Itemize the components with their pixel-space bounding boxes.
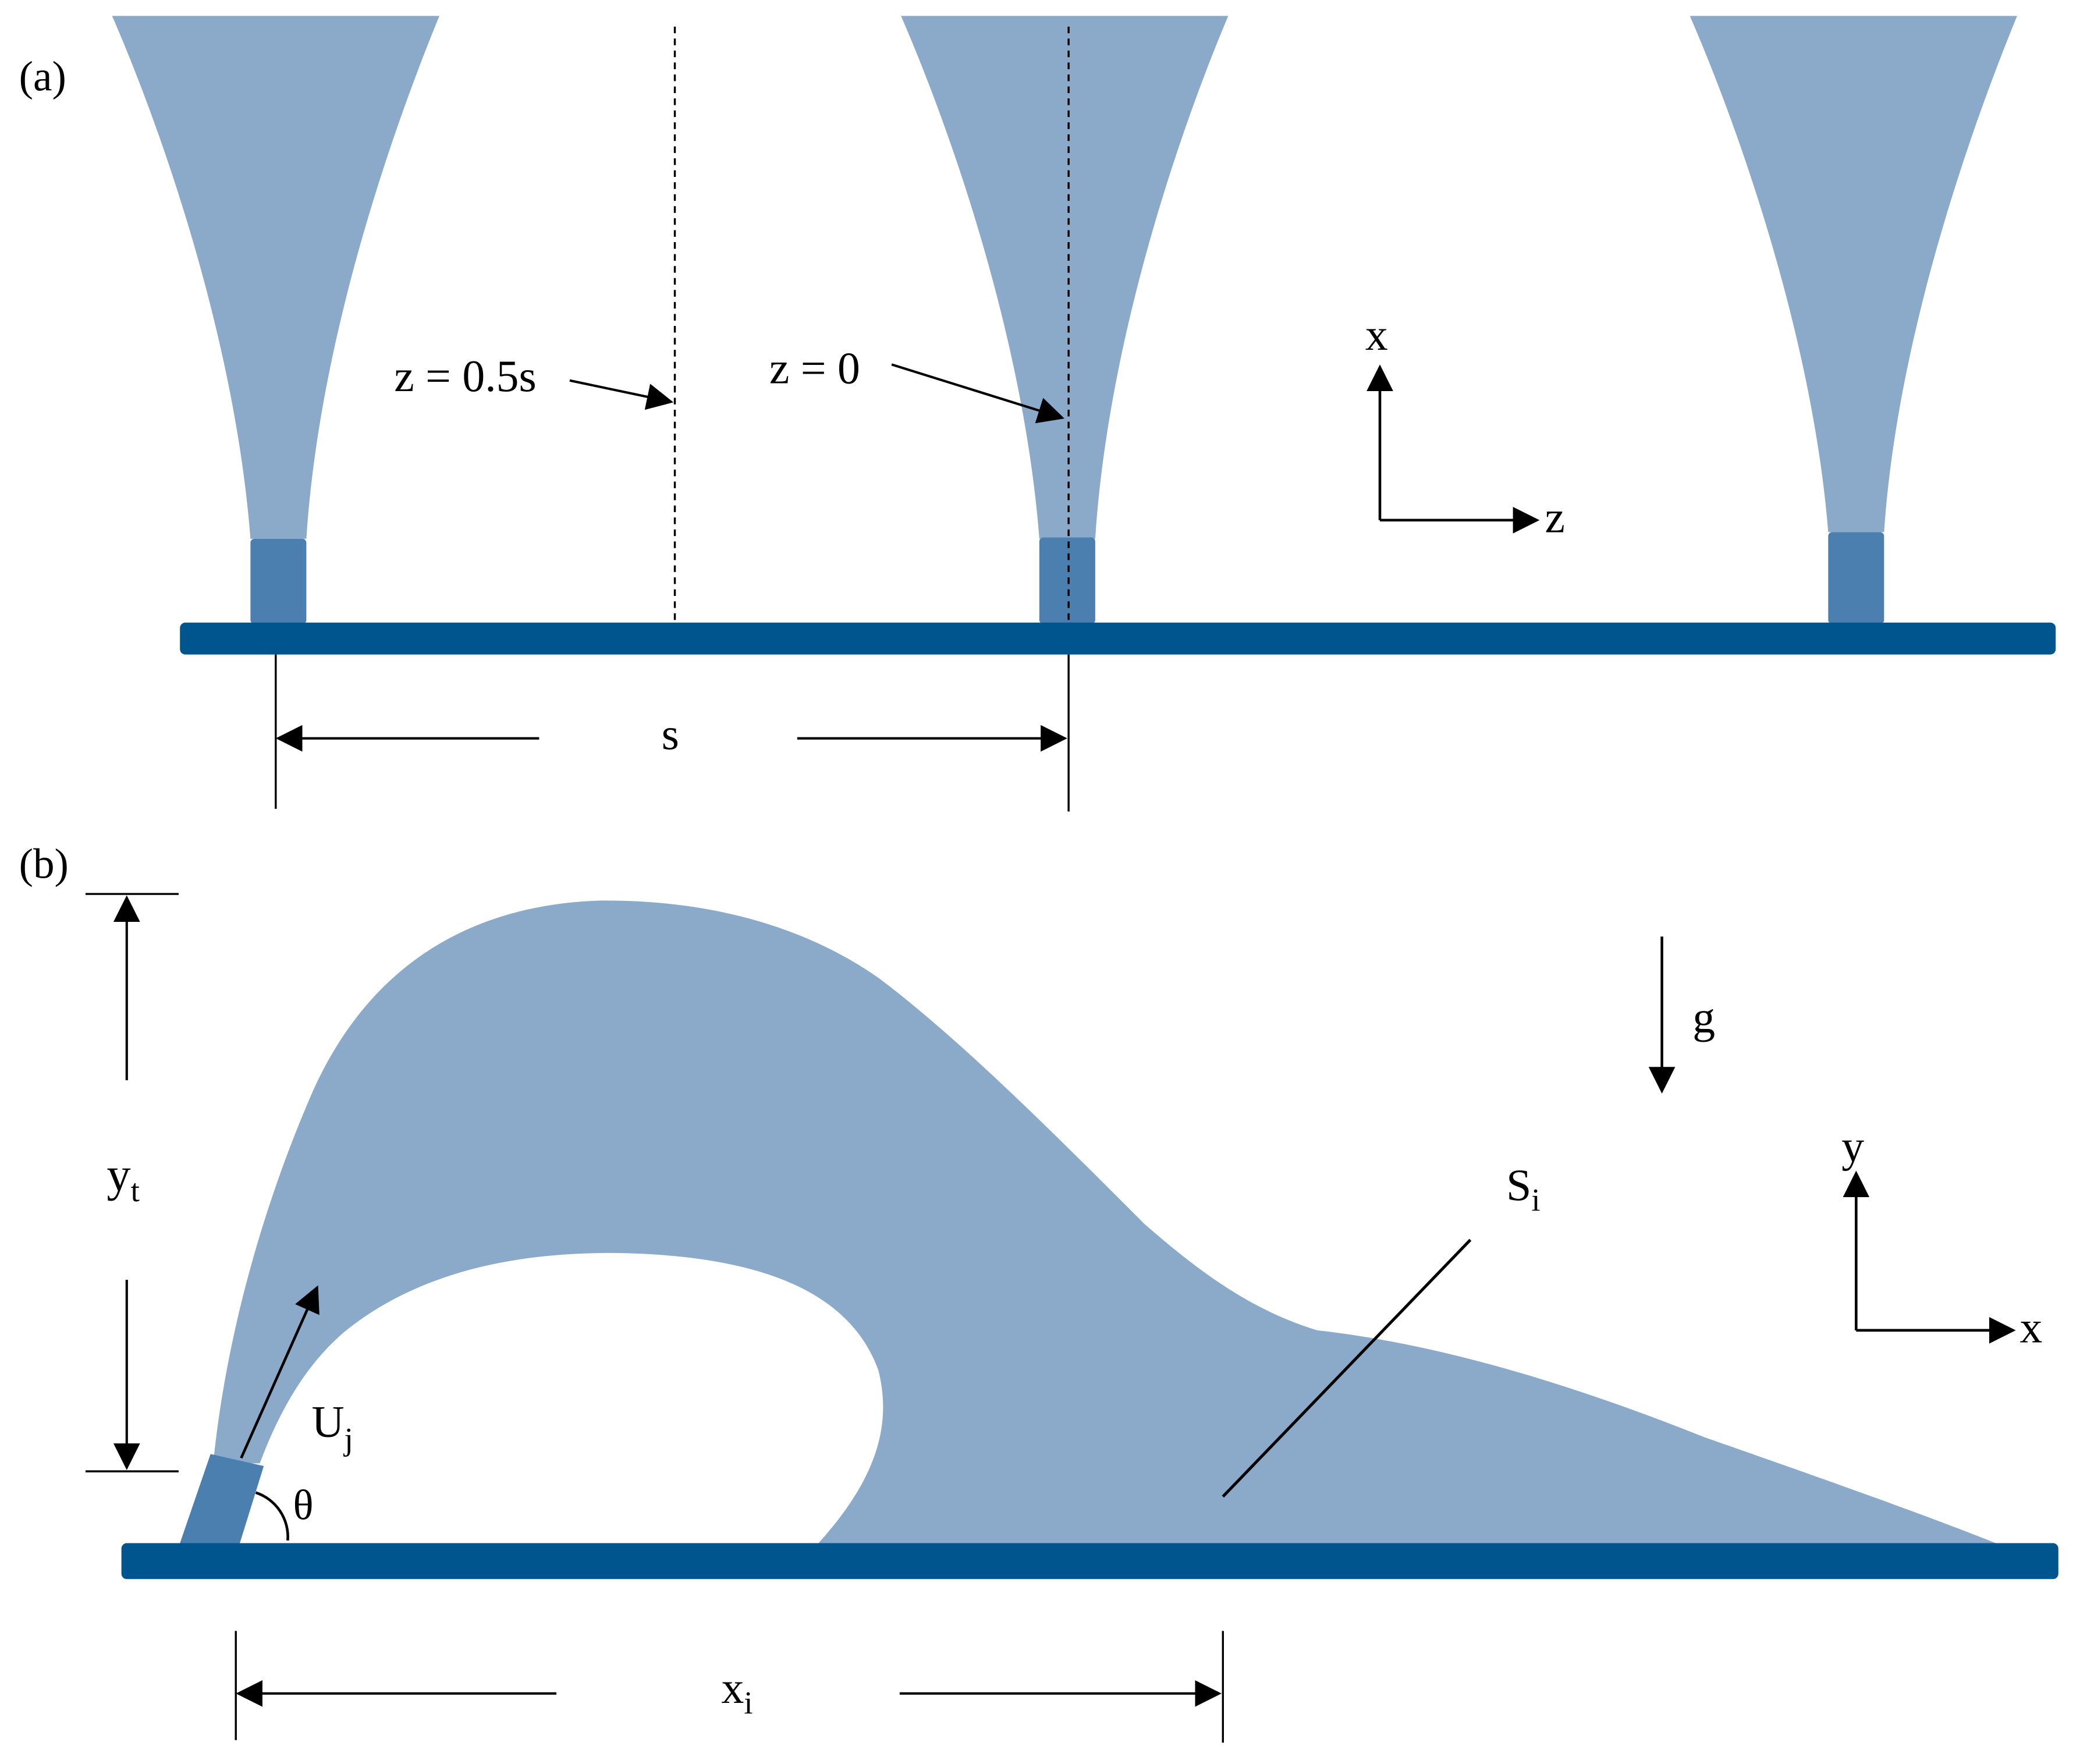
wall-b [121, 1543, 2058, 1580]
panel-a-label: (a) [19, 52, 66, 100]
axis-a-x-label: x [1365, 310, 1388, 360]
angle-label: θ [293, 1481, 314, 1528]
nozzle-inclined [180, 1454, 264, 1543]
label-z-zero: z = 0 [769, 343, 860, 393]
axis-a-z-label: z [1545, 492, 1565, 542]
jet-plume-left [112, 16, 439, 539]
dim-xi-label: xi [722, 1663, 753, 1720]
velocity-label: Uj [312, 1397, 353, 1457]
angle-arc [255, 1491, 289, 1541]
panel-b-label: (b) [19, 840, 69, 888]
jet-plume-center [901, 16, 1229, 539]
dim-s-label: s [662, 709, 679, 759]
axis-b-y-label: y [1841, 1121, 1864, 1172]
surface-leader [1222, 1238, 1472, 1498]
gravity-label: g [1692, 992, 1715, 1042]
nozzle-left [250, 538, 307, 624]
nozzle-center [1039, 537, 1095, 624]
surface-label: Si [1506, 1160, 1540, 1218]
pointer-z-zero [891, 363, 1065, 424]
jet-plume-right [1689, 16, 2017, 533]
jet-trajectory-plume [213, 900, 1996, 1543]
panel-b: (b) Uj θ yt g Si y [19, 840, 2058, 1743]
velocity-arrow [240, 1285, 320, 1459]
dim-yt-label: yt [107, 1148, 139, 1208]
panel-a: (a) z = 0.5s z = 0 x z s [19, 16, 2056, 812]
wall-a [180, 622, 2056, 655]
label-z-mid: z = 0.5s [394, 351, 537, 401]
pointer-z-mid [569, 379, 674, 410]
nozzle-right [1828, 532, 1884, 624]
axis-b-x-label: x [2020, 1302, 2043, 1352]
